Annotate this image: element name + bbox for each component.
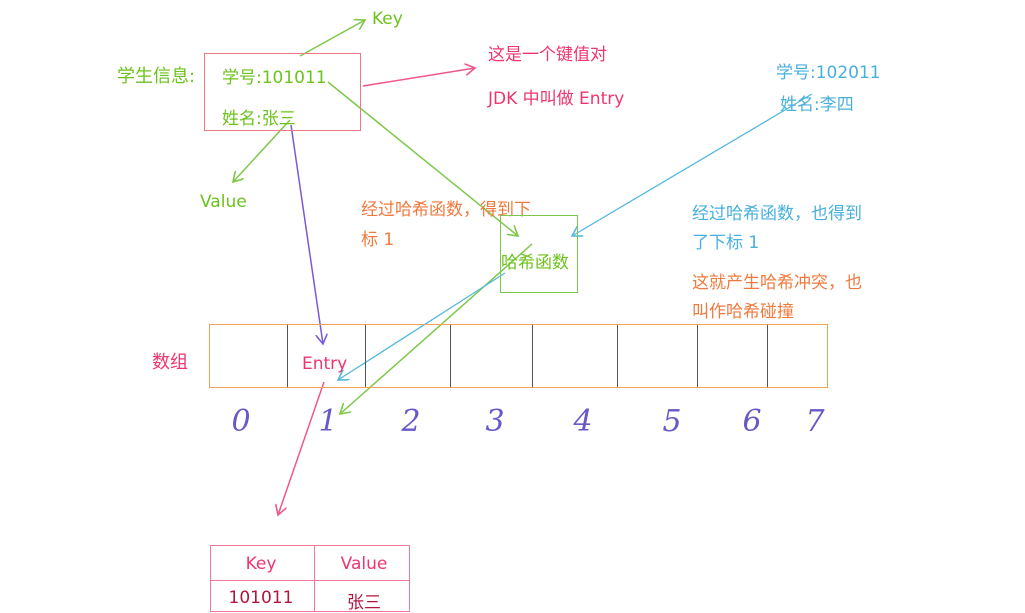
- hash-result-note-line2: 标 1: [361, 230, 395, 250]
- entry-table: Key Value 101011 张三: [210, 545, 410, 613]
- hash-function-box: [500, 215, 578, 293]
- student-id: 学号:101011: [222, 68, 327, 88]
- cell-divider: [450, 325, 451, 387]
- array-index-4: 4: [573, 404, 593, 439]
- student-info-box: [204, 53, 361, 131]
- table-divider-vertical: [314, 546, 315, 611]
- student2-name: 姓名:李四: [780, 95, 854, 115]
- cell-divider: [532, 325, 533, 387]
- cell-divider: [287, 325, 288, 387]
- value-label: Value: [200, 192, 247, 212]
- student2-to-hash-line: [572, 93, 813, 236]
- to-entry-arrow: [290, 124, 323, 344]
- kv-pair-note: 这是一个键值对: [488, 45, 607, 65]
- hash-result-note-line1: 经过哈希函数，得到下: [361, 200, 531, 220]
- array-index-3: 3: [485, 404, 505, 439]
- array-index-6: 6: [742, 404, 762, 439]
- array: [209, 324, 828, 388]
- jdk-entry-note: JDK 中叫做 Entry: [488, 89, 625, 109]
- collision-note-line1: 这就产生哈希冲突，也: [692, 273, 862, 293]
- student2-note-line2: 了下标 1: [692, 233, 760, 253]
- key-label: Key: [372, 9, 403, 29]
- array-index-5: 5: [662, 404, 682, 439]
- array-index-1: 1: [318, 404, 338, 439]
- hash-function-label: 哈希函数: [501, 253, 569, 273]
- table-cell-value: 张三: [347, 593, 381, 613]
- to-hash-arrow: [327, 81, 518, 236]
- table-cell-key: 101011: [228, 588, 294, 608]
- collision-note-line2: 叫作哈希碰撞: [692, 302, 794, 322]
- cell-divider: [365, 325, 366, 387]
- array-index-2: 2: [401, 404, 421, 439]
- array-index-7: 7: [805, 404, 825, 439]
- table-header-key: Key: [245, 554, 277, 574]
- array-entry-label: Entry: [302, 354, 348, 374]
- cell-divider: [697, 325, 698, 387]
- cell-divider: [617, 325, 618, 387]
- array-label: 数组: [152, 352, 188, 373]
- cell-divider: [767, 325, 768, 387]
- student-name: 姓名:张三: [222, 109, 296, 129]
- kv-pair-arrow: [362, 68, 475, 87]
- student2-note-line1: 经过哈希函数，也得到: [692, 204, 862, 224]
- array-index-0: 0: [231, 404, 251, 439]
- student-info-label: 学生信息:: [117, 66, 196, 87]
- student2-id: 学号:102011: [776, 63, 881, 83]
- key-arrow: [299, 20, 365, 57]
- table-divider-horizontal: [211, 580, 409, 581]
- entry-to-table-arrow: [278, 381, 325, 515]
- table-header-value: Value: [340, 554, 388, 574]
